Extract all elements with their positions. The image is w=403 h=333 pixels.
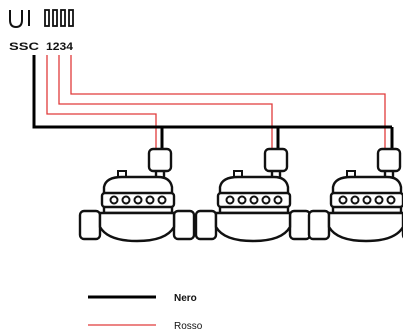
station-2-wire: [58, 55, 273, 155]
legend-label-rosso: Rosso: [174, 321, 203, 332]
station-wires: [46, 55, 386, 155]
valve-2: [194, 147, 312, 243]
stations-label: 1234: [46, 41, 74, 53]
valve-1: [78, 147, 196, 243]
ssc-label: SSC: [9, 41, 39, 53]
station-1-wire: [46, 55, 157, 155]
legend: Nero Rosso: [88, 293, 203, 332]
valve-3: [307, 147, 403, 243]
ssc-terminal-icon: [9, 10, 30, 29]
legend-label-nero: Nero: [174, 293, 197, 304]
station-3-wire: [70, 55, 386, 155]
station-terminals-icon: [44, 9, 74, 27]
